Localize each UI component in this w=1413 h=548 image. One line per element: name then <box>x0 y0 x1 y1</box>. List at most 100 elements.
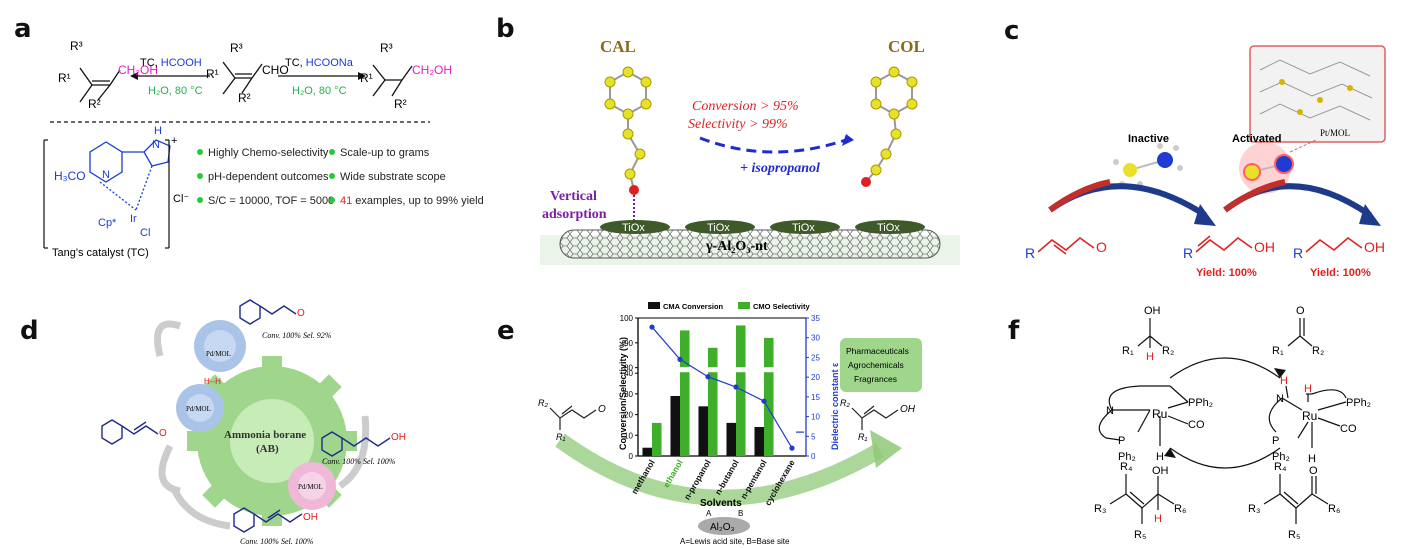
box-line-1: Pharmaceuticals <box>846 346 909 356</box>
panel-b-scheme: γ-Al₂O₃-nt TiOx TiOx TiOx TiOx CAL COL V… <box>540 37 960 265</box>
f-co-right: CO <box>1340 423 1357 435</box>
tiox-2: TiOx <box>707 222 730 234</box>
bullet-icon <box>197 197 203 203</box>
legend-selectivity: CMO Selectivity <box>753 302 811 311</box>
panel-b-label: b <box>496 14 515 44</box>
cond-right-bottom: H₂O, 80 °C <box>292 85 347 97</box>
x-label: Solvents <box>700 498 742 509</box>
bullet-icon <box>329 149 335 155</box>
conversion-bar-n-pentanol <box>754 427 764 456</box>
isopropanol-text: + isopropanol <box>740 161 820 176</box>
conversion-bar-n-butanol <box>726 422 736 456</box>
f-h-left: H <box>1156 451 1164 463</box>
y2-tick-label: 0 <box>811 452 816 461</box>
conversion-bar-n-propanol <box>698 406 708 456</box>
tiox-3: TiOx <box>792 222 815 234</box>
f-h-right: H <box>1308 453 1316 465</box>
catalyst-cp: Cp* <box>98 217 117 229</box>
panel-e-label: e <box>497 316 515 346</box>
site-footnote: A=Lewis acid site, B=Base site <box>680 537 790 546</box>
r-2: R <box>1183 245 1193 261</box>
f-pph2-left: PPh₂ <box>1188 397 1213 409</box>
conversion-text: Conversion > 95% <box>692 99 799 114</box>
f-r5-right: R₅ <box>1288 529 1300 541</box>
pdmol-top: Pd/MOL <box>206 350 231 358</box>
panel-f-scheme: OH H R₁ R₂ O R₁ R₂ N Ru PPh₂ P Ph₂ CO H … <box>1094 305 1371 541</box>
selectivity-bar-n-propanol <box>708 347 718 456</box>
f-p-right: P <box>1272 435 1279 447</box>
catalyst-n: N <box>102 169 110 181</box>
r1-right: R¹ <box>360 71 373 85</box>
yield-2: Yield: 100% <box>1310 267 1371 279</box>
f-o-right: O <box>1309 465 1318 477</box>
conversion-bar-ethanol <box>670 395 680 456</box>
bullet-4: Wide substrate scope <box>340 171 446 183</box>
oh-1: OH <box>1254 239 1275 255</box>
pdmol-right: Pd/MOL <box>298 483 323 491</box>
panel-a-scheme: R³ R¹ R² CH₂OH TC, HCOOH H₂O, 80 °C R³ R… <box>43 39 484 259</box>
dielectric-point-n-propanol <box>705 374 711 380</box>
f-r1-top-right: R₁ <box>1272 345 1284 357</box>
f-co-left: CO <box>1188 419 1205 431</box>
tiox-1: TiOx <box>622 222 645 234</box>
y-tick-label: 40 <box>624 369 633 378</box>
f-o-top: O <box>1296 305 1305 317</box>
selectivity-text: Selectivity > 99% <box>688 117 788 132</box>
d-oh-right: OH <box>391 432 406 443</box>
support-al2o3: Al₂O₃ <box>710 522 735 533</box>
bullet-icon <box>197 173 203 179</box>
e-r1-left: R₁ <box>556 432 565 442</box>
r2-left: R² <box>88 97 101 111</box>
r3-left: R³ <box>70 39 83 53</box>
alumina-support <box>698 517 750 535</box>
bullet-icon <box>197 149 203 155</box>
box-line-3: Fragrances <box>854 374 897 384</box>
bullet-icon <box>329 173 335 179</box>
dielectric-point-n-pentanol <box>761 398 767 404</box>
d-o-left: O <box>159 428 167 439</box>
cond-left-bottom: H₂O, 80 °C <box>148 85 203 97</box>
tiox-4: TiOx <box>877 222 900 234</box>
catalyst-h: H <box>154 125 162 137</box>
f-ph2-left: Ph₂ <box>1118 451 1136 463</box>
support-label: γ-Al₂O₃-nt <box>705 239 768 254</box>
d-o-top: O <box>297 308 305 319</box>
col-label: COL <box>888 37 925 56</box>
f-ph2-right: Ph₂ <box>1272 451 1290 463</box>
vertical-label-2: adsorption <box>542 207 607 222</box>
r3-center: R³ <box>230 41 243 55</box>
f-r6-left: R₆ <box>1174 503 1186 515</box>
y-label-right: Dielectric constant ε <box>830 362 840 450</box>
ab-label-1: Ammonia borane <box>224 429 306 441</box>
bullet-1: Highly Chemo-selectivity <box>208 147 329 159</box>
y-tick-label: 100 <box>620 314 634 323</box>
e-o-left: O <box>598 404 606 415</box>
y-tick-label: 20 <box>624 411 633 420</box>
catalyst-cl-minus: Cl⁻ <box>173 193 189 205</box>
e-r1-right: R₁ <box>858 432 867 442</box>
selectivity-bar-ethanol <box>680 330 690 456</box>
bullet-5: S/C = 10000, TOF = 5000 <box>208 195 334 207</box>
f-oh-left: OH <box>1152 465 1169 477</box>
f-r3-right: R₃ <box>1248 503 1260 515</box>
inactive-label: Inactive <box>1128 133 1169 145</box>
d-right-text: Conv. 100% Sel. 100% <box>322 457 396 466</box>
catalyst-h3co: H₃CO <box>54 169 86 183</box>
site-a: A <box>706 509 712 518</box>
e-r2-right: R₂ <box>840 398 850 408</box>
r1-center: R¹ <box>206 67 219 81</box>
f-r2-top: R₂ <box>1162 345 1174 357</box>
y2-tick-label: 35 <box>811 314 820 323</box>
vertical-label-1: Vertical <box>550 189 597 204</box>
f-pph2-right: PPh₂ <box>1346 397 1371 409</box>
ch2oh-right: CH₂OH <box>412 63 452 77</box>
yield-1: Yield: 100% <box>1196 267 1257 279</box>
pdmol-center: Pd/MOL <box>186 405 211 413</box>
panel-f-label: f <box>1008 316 1020 346</box>
y-tick-label: 30 <box>624 390 633 399</box>
cal-label: CAL <box>600 37 636 56</box>
dielectric-point-ethanol <box>677 356 683 362</box>
catalyst-name: Tang's catalyst (TC) <box>52 247 149 259</box>
dielectric-line <box>651 326 793 449</box>
d-bottom-text: Conv. 100% Sel. 100% <box>240 537 314 546</box>
